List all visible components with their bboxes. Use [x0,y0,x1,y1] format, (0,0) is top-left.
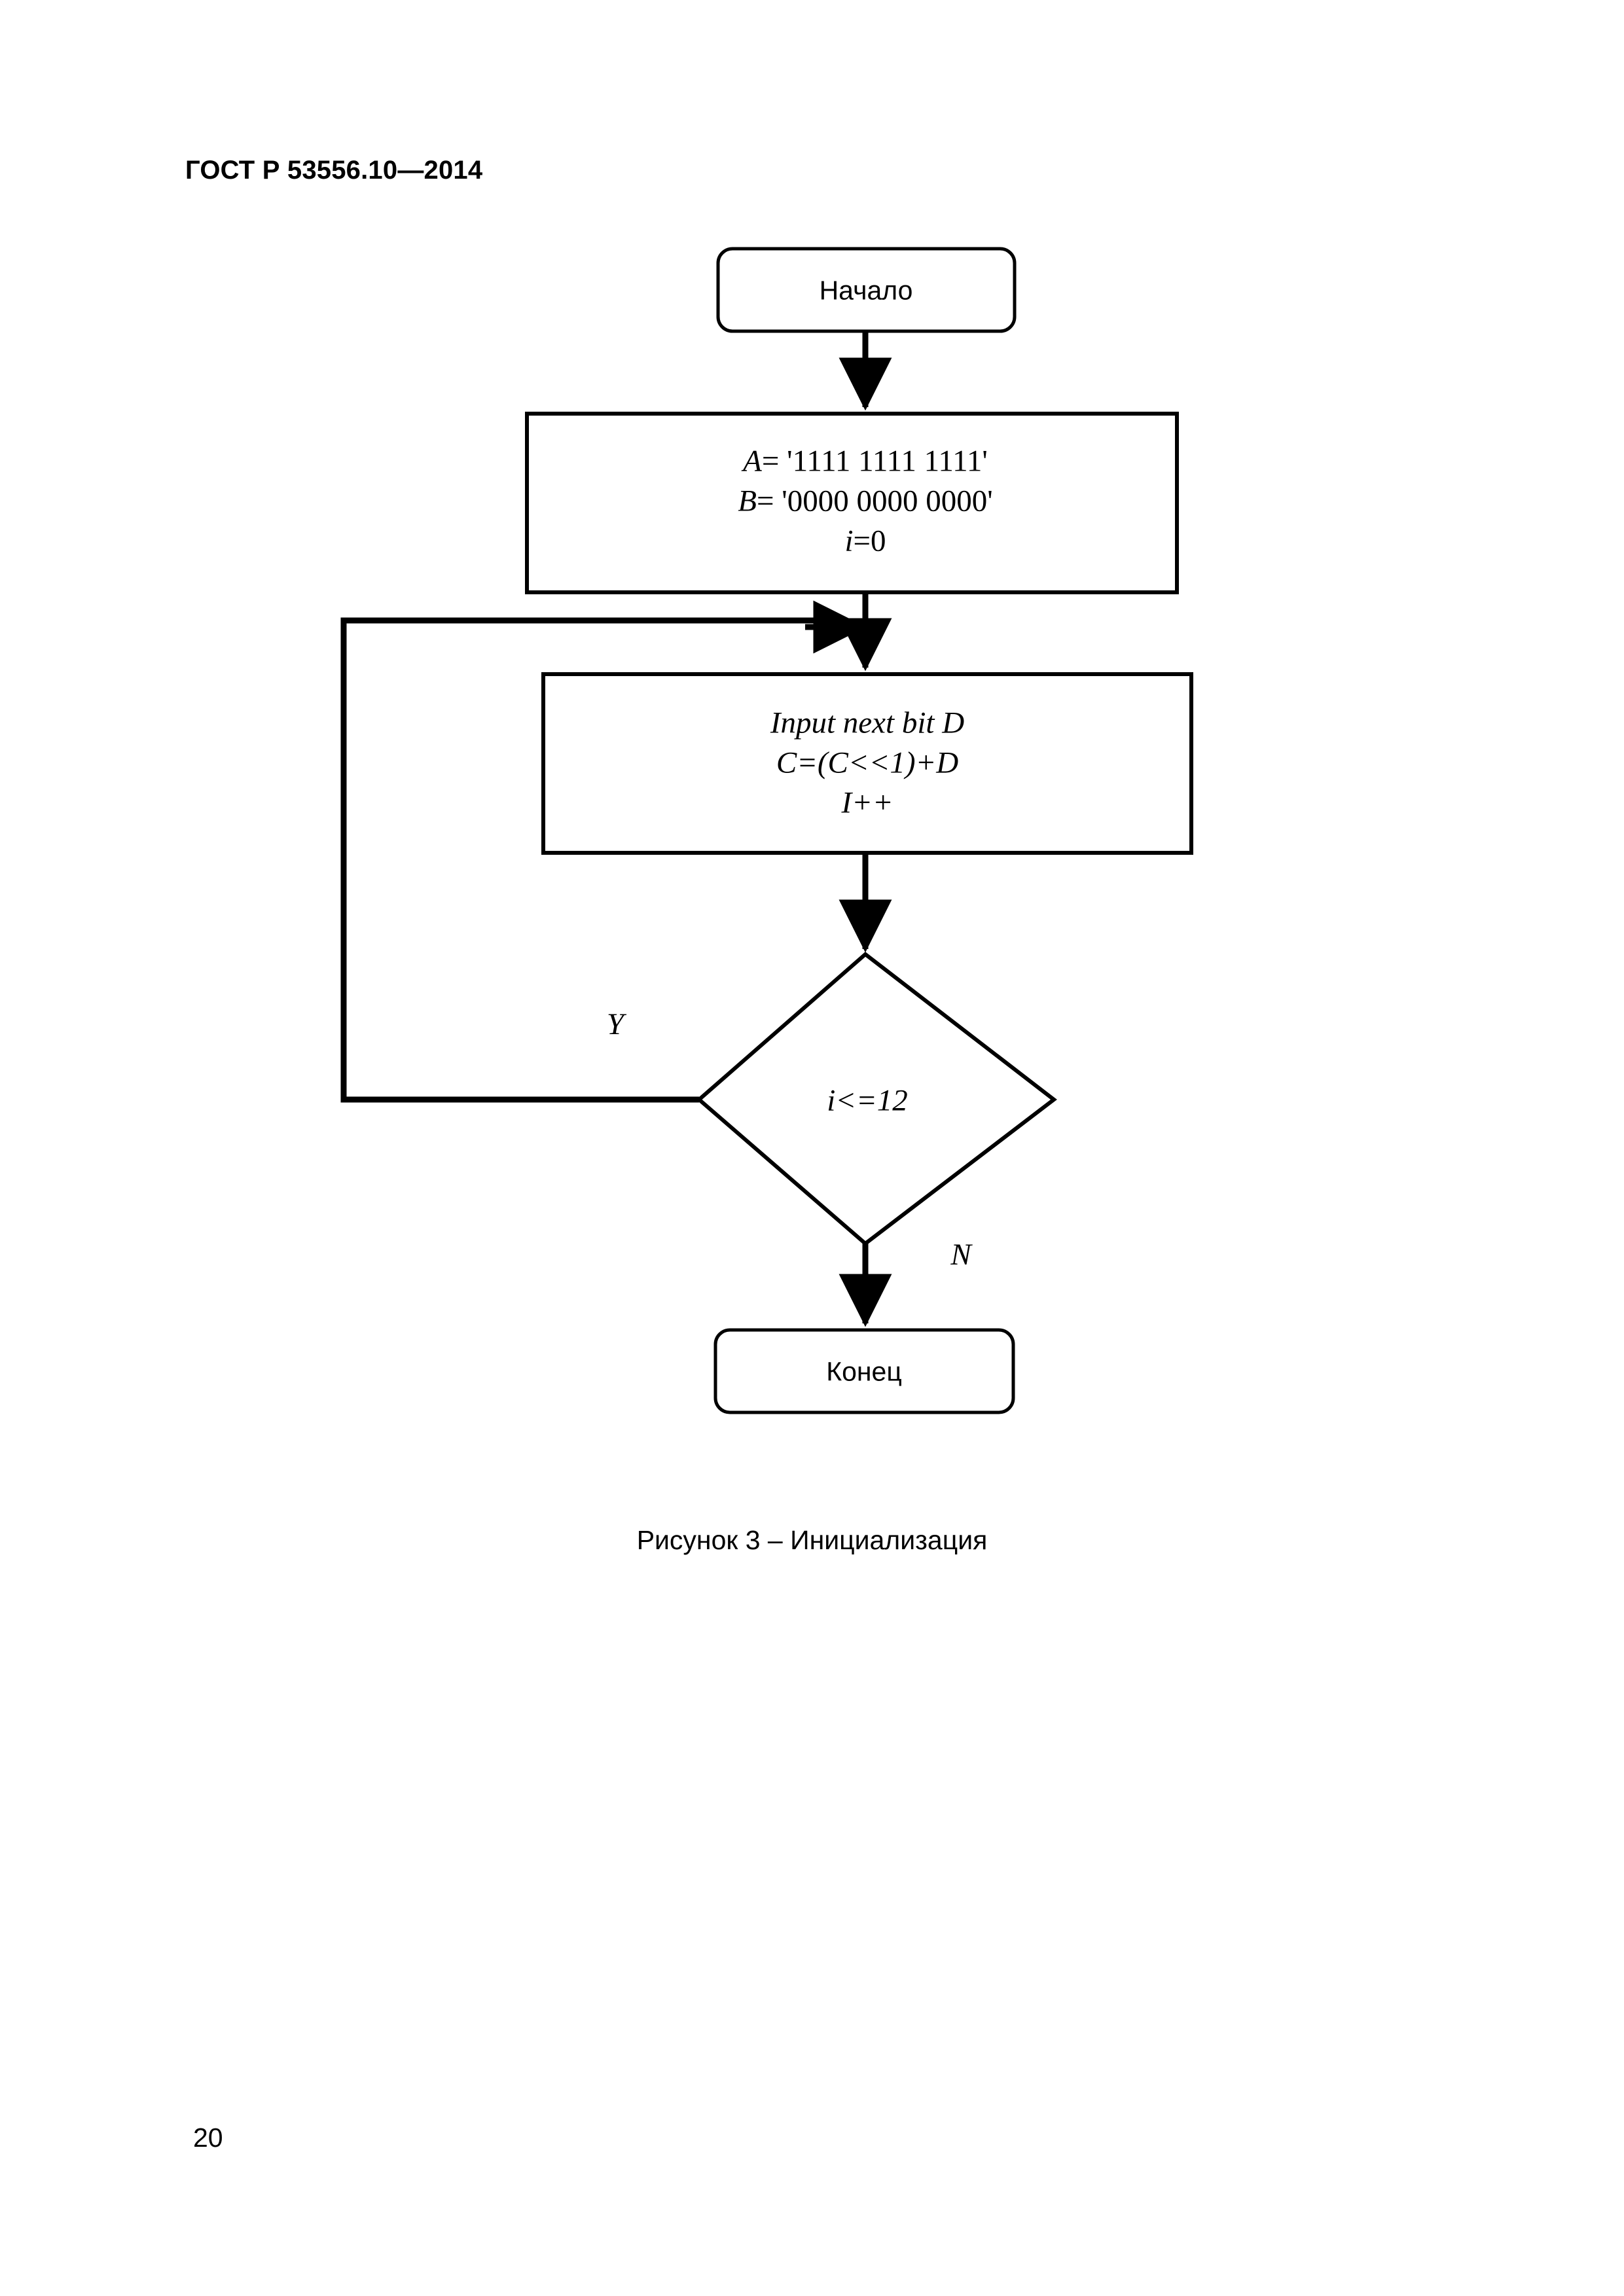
node-decision-label: i<=12 [827,1083,908,1118]
init-val-i: =0 [853,524,886,558]
node-end-shape [713,1328,1015,1414]
edge-loop-back [340,617,844,1103]
init-var-a: A [743,444,762,478]
node-end-label: Конец [826,1356,902,1387]
edge-label-yes: Y [606,1007,624,1041]
node-init-line-1: A= '1111 1111 1111' [738,441,992,481]
node-process-line-3: I++ [841,785,893,820]
node-init-line-3: i=0 [738,522,992,562]
edge-label-no: N [950,1238,971,1272]
init-val-b: = '0000 0000 0000' [757,484,993,518]
node-process-text: Input next bit D C=(C<<1)+D I++ [770,703,964,823]
flowchart-svg [340,247,1193,1414]
node-process-shape [541,672,1193,855]
node-init-shape [525,412,1179,594]
flowchart-figure: Начало A= '1111 1111 1111' B= '0000 0000… [340,247,1193,1414]
node-process-line-2: C=(C<<1)+D [776,745,959,780]
node-start-label: Начало [819,275,913,306]
node-process-line-1: Input next bit D [770,706,965,740]
init-var-b: B [738,484,757,518]
node-init-text: A= '1111 1111 1111' B= '0000 0000 0000' … [738,441,992,561]
init-var-i: i [844,524,854,558]
page-number: 20 [193,2123,223,2153]
init-val-a: = '1111 1111 1111' [761,444,988,478]
figure-caption: Рисунок 3 – Инициализация [636,1525,988,1555]
document-header: ГОСТ Р 53556.10—2014 [185,156,483,185]
node-init-line-2: B= '0000 0000 0000' [738,481,992,521]
